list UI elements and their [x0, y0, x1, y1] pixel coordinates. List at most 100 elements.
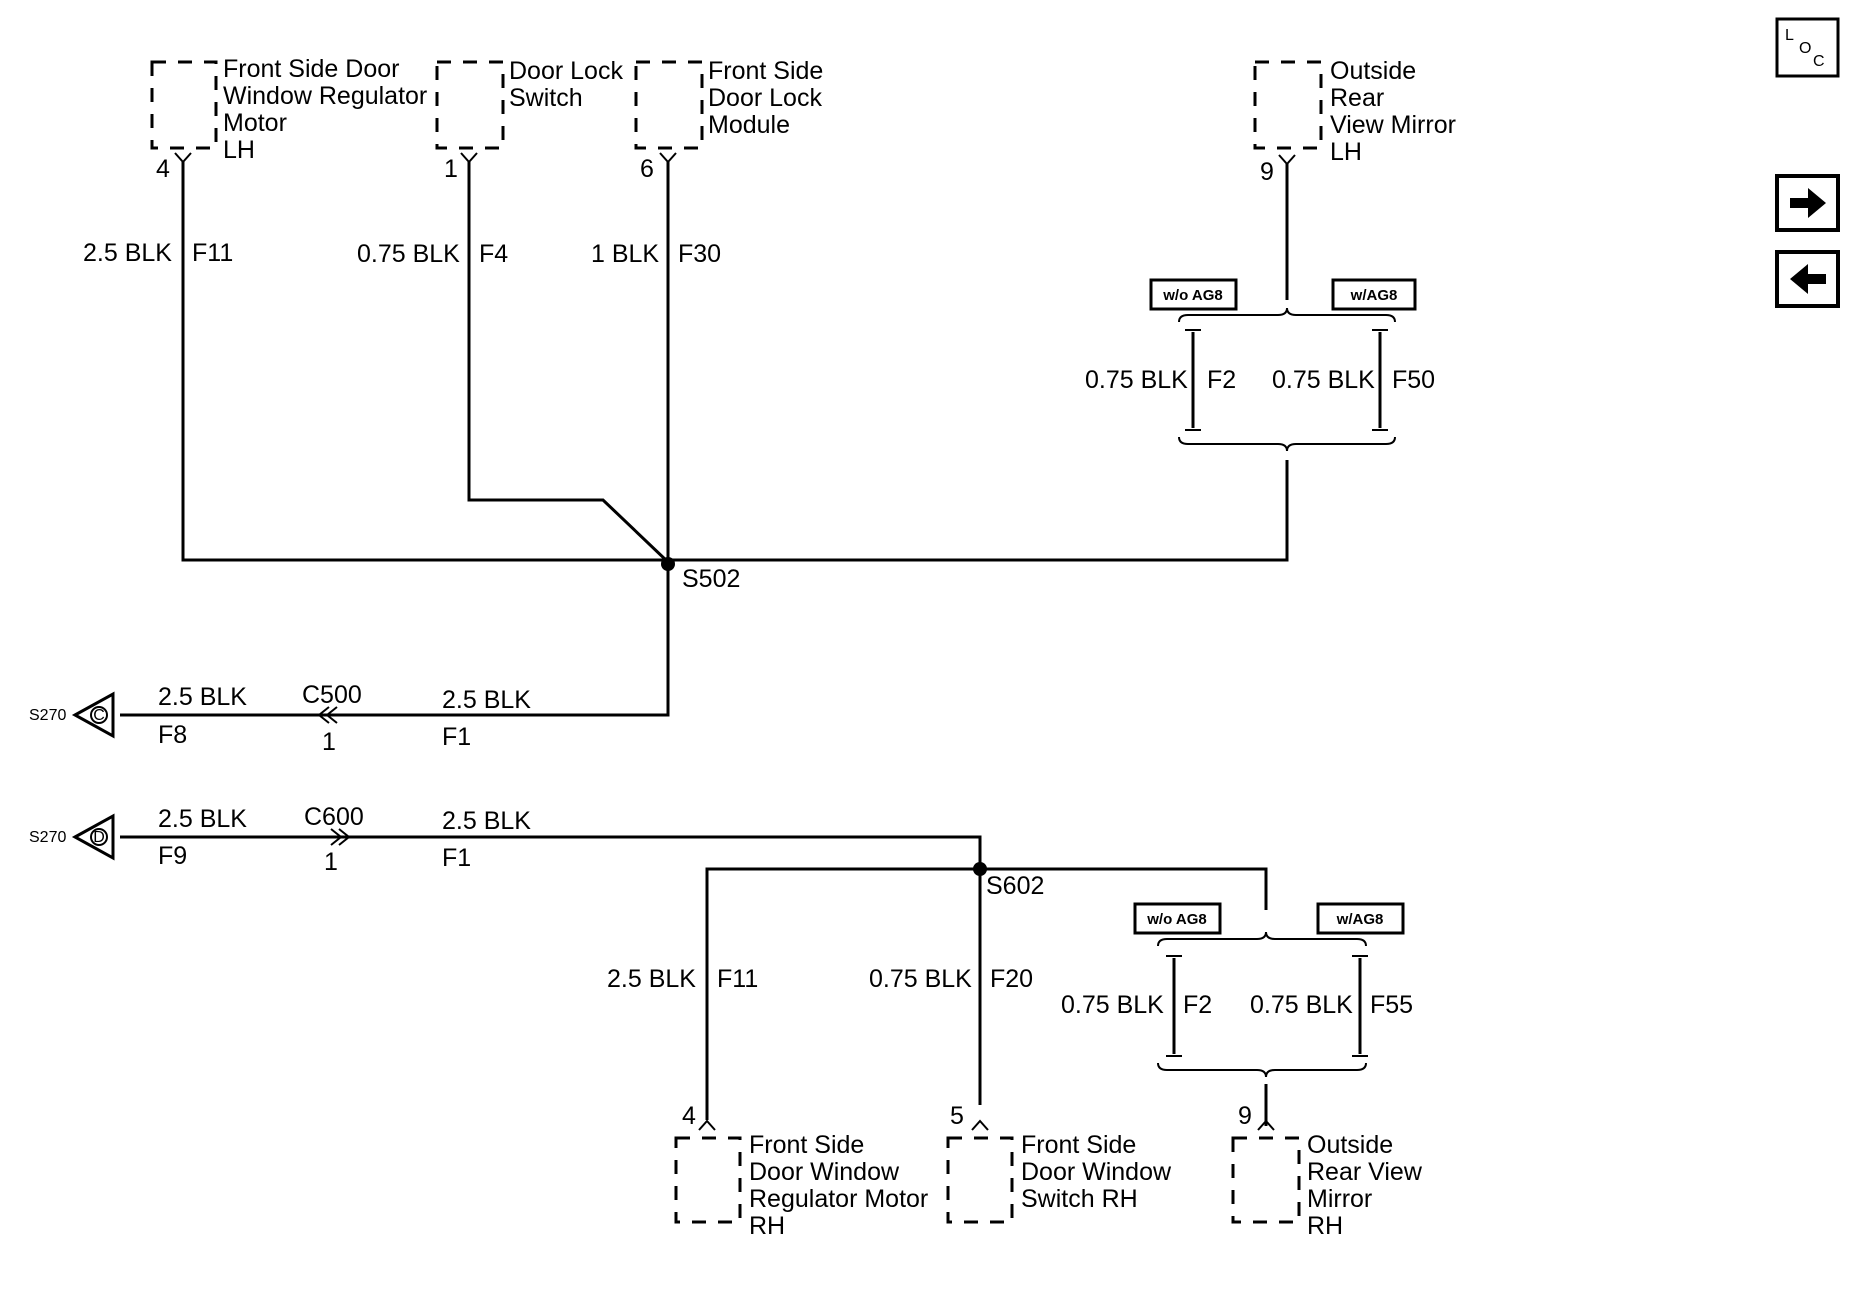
location-letter: C: [1813, 53, 1825, 70]
component-label-line: Outside: [1330, 57, 1416, 85]
component-window-regulator-lh: Front Side Door Window Regulator Motor L…: [150, 55, 427, 183]
component-box: [1253, 60, 1323, 150]
wire-bracket: [1185, 329, 1201, 431]
component-mirror-rh: 9 Outside Rear View Mirror RH: [1231, 1102, 1423, 1240]
wire-size-label: 2.5 BLK: [158, 805, 247, 833]
offpage-ref: S270: [29, 707, 66, 724]
component-label-line: View Mirror: [1330, 111, 1456, 139]
wire-circuit-label: F1: [442, 844, 471, 872]
component-label-line: LH: [223, 136, 255, 164]
component-box: [150, 60, 218, 150]
location-letter: O: [1799, 40, 1811, 57]
wire-bracket: [1352, 955, 1368, 1057]
component-label-line: RH: [749, 1212, 785, 1240]
offpage-circle: [90, 828, 108, 846]
female-terminal-icon: [659, 152, 677, 164]
component-label-line: Switch: [509, 84, 583, 112]
female-terminal-icon: [1278, 154, 1296, 166]
wire-size-label: 2.5 BLK: [158, 683, 247, 711]
next-page-frame: [1775, 174, 1840, 232]
option-bracket-rh-mirror: w/o AG8 w/AG8 0.75 BLK F2 0.75 BLK F55: [1061, 902, 1413, 1126]
next-page-button[interactable]: [1775, 174, 1840, 232]
pin-number: 4: [156, 155, 170, 183]
component-label-line: Front Side Door: [223, 55, 399, 83]
male-terminal-icon: [1257, 1119, 1275, 1131]
connector-double-arrow-icon: [330, 828, 351, 846]
component-window-regulator-rh: 4 Front Side Door Window Regulator Motor…: [674, 1102, 928, 1240]
wire-circuit-label: F2: [1183, 991, 1212, 1019]
component-door-lock-module: Front Side Door Lock Module 6: [634, 57, 823, 183]
wire-size-label: 2.5 BLK: [442, 807, 531, 835]
pin-number: 4: [682, 1102, 696, 1130]
option-brace: [1157, 1062, 1367, 1078]
option-box: [1316, 902, 1405, 935]
wire-size-label: 0.75 BLK: [1250, 991, 1353, 1019]
wire-size-label: 2.5 BLK: [442, 686, 531, 714]
female-terminal-icon: [460, 152, 478, 164]
splice-label: S602: [986, 872, 1044, 900]
component-label-line: Rear: [1330, 84, 1384, 112]
wire-bracket: [1372, 329, 1388, 431]
pin-number: 5: [950, 1102, 964, 1130]
component-box: [946, 1136, 1014, 1224]
wire-size-label: 0.75 BLK: [1061, 991, 1164, 1019]
connector-c600: C600 1 2.5 BLK F9 2.5 BLK F1: [158, 803, 531, 876]
option-label: w/o AG8: [1162, 287, 1222, 304]
component-label-line: Front Side: [1021, 1131, 1136, 1159]
pin-number: 9: [1260, 158, 1274, 186]
wire-size-label: 2.5 BLK: [607, 965, 696, 993]
option-brace: [1178, 307, 1396, 323]
offpage-letter: D: [93, 829, 105, 846]
wire-size-label: 0.75 BLK: [1085, 366, 1188, 394]
pin-number: 6: [640, 155, 654, 183]
connector-c500: C500 1 2.5 BLK F8 2.5 BLK F1: [158, 681, 531, 756]
pin-number: 9: [1238, 1102, 1252, 1130]
location-button-frame: [1775, 17, 1840, 78]
wire-size-label: 0.75 BLK: [1272, 366, 1375, 394]
wire-door-lock-module-to-c500: [120, 162, 670, 717]
male-terminal-icon: [698, 1119, 716, 1131]
wire-s602-bus: [705, 867, 1268, 1120]
connector-label: C500: [302, 681, 362, 709]
wire-circuit-label: F11: [192, 239, 233, 267]
component-label-line: Module: [708, 111, 790, 139]
splice-label: S502: [682, 565, 740, 593]
component-label-line: Regulator Motor: [749, 1185, 928, 1213]
offpage-connector-d[interactable]: D S270: [29, 813, 115, 861]
component-window-switch-rh: 5 Front Side Door Window Switch RH: [946, 1102, 1172, 1224]
wire-circuit-label: F4: [479, 240, 508, 268]
wire-circuit-label: F11: [717, 965, 758, 993]
component-label-line: Door Lock: [509, 57, 623, 85]
offpage-ref: S270: [29, 829, 66, 846]
option-label: w/AG8: [1336, 911, 1384, 928]
option-box: [1149, 278, 1238, 311]
connector-double-arrow-icon: [317, 706, 338, 724]
component-label-line: Door Window: [1021, 1158, 1172, 1186]
component-box: [435, 60, 505, 150]
wire-top-bus: [181, 162, 1289, 562]
option-brace: [1178, 436, 1396, 452]
wire-bracket: [1166, 955, 1182, 1057]
connector-pin: 1: [324, 848, 338, 876]
location-button[interactable]: L O C: [1775, 17, 1840, 78]
wire-circuit-label: F2: [1207, 366, 1236, 394]
location-letter: L: [1785, 27, 1794, 44]
component-box: [634, 60, 704, 150]
component-label-line: Front Side: [749, 1131, 864, 1159]
wire-size-label: 0.75 BLK: [869, 965, 972, 993]
component-label-line: Door Window: [749, 1158, 900, 1186]
wire-size-label: 1 BLK: [591, 240, 659, 268]
component-box: [674, 1136, 742, 1224]
component-label-line: Window Regulator: [223, 82, 427, 110]
option-bracket-lh-mirror: w/o AG8 w/AG8 0.75 BLK F2 0.75 BLK F50: [1085, 164, 1435, 452]
pin-number: 1: [444, 155, 458, 183]
option-label: w/o AG8: [1146, 911, 1206, 928]
offpage-circle: [90, 706, 108, 724]
previous-page-button[interactable]: [1775, 250, 1840, 308]
option-box: [1331, 278, 1417, 311]
component-door-lock-switch: Door Lock Switch 1: [435, 57, 623, 183]
component-box: [1231, 1136, 1301, 1224]
offpage-connector-c[interactable]: C S270: [29, 691, 115, 739]
connector-pin: 1: [322, 728, 336, 756]
wire-circuit-label: F8: [158, 721, 187, 749]
